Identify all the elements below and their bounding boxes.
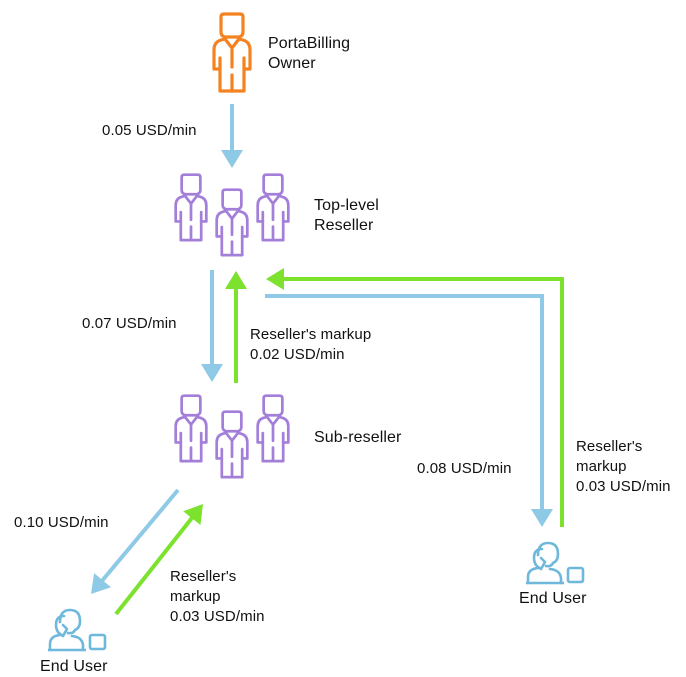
arrow-top-to-user-right-head — [531, 509, 553, 527]
arrow-user-right-to-top-markup — [266, 268, 564, 527]
price-top-to-user-right-text: 0.08 USD/min — [417, 460, 512, 477]
markup-user-left-line-3: 0.03 USD/min — [170, 608, 265, 625]
owner-label: PortaBilling Owner — [268, 34, 350, 74]
end-user-left-label-line-1: End User — [40, 658, 108, 675]
markup-sub-to-top-line-1: Reseller's markup — [250, 326, 372, 343]
markup-user-left-label: Reseller's markup 0.03 USD/min — [170, 567, 265, 627]
markup-user-right-line-3: 0.03 USD/min — [576, 478, 671, 495]
price-top-to-sub-label: 0.07 USD/min — [82, 314, 177, 334]
arrow-sub-to-user-left-head — [91, 573, 111, 594]
arrow-top-to-user-right — [265, 294, 553, 527]
arrow-sub-to-top-markup — [225, 271, 247, 383]
top-reseller-person-icon — [256, 173, 290, 242]
arrow-owner-to-top-head — [221, 150, 243, 168]
top-reseller-person-icon — [215, 188, 249, 257]
top-reseller-label-line-2: Reseller — [314, 217, 374, 234]
owner-label-line-1: PortaBilling — [268, 35, 351, 52]
sub-reseller-person-icon — [256, 394, 290, 463]
arrow-user-left-to-sub-markup-head — [183, 504, 203, 525]
arrow-user-left-to-sub-markup-line — [114, 515, 195, 616]
price-sub-to-user-left-text: 0.10 USD/min — [14, 514, 109, 531]
owner-person-icon — [212, 12, 252, 93]
arrow-user-right-to-top-markup-line — [282, 277, 564, 527]
markup-user-left-line-1: Reseller's — [170, 568, 237, 585]
top-reseller-group-icon — [174, 173, 290, 257]
arrow-sub-to-top-markup-head — [225, 271, 247, 289]
top-reseller-person-icon — [174, 173, 208, 242]
price-top-to-user-right-label: 0.08 USD/min — [417, 459, 512, 479]
arrow-top-to-sub — [201, 270, 223, 382]
top-reseller-label-line-1: Top-level — [314, 197, 379, 214]
price-owner-to-top-label: 0.05 USD/min — [102, 121, 197, 141]
markup-user-right-line-2: markup — [576, 458, 627, 475]
arrow-top-to-sub-head — [201, 364, 223, 382]
top-reseller-label: Top-level Reseller — [314, 196, 379, 236]
owner-label-line-2: Owner — [268, 55, 316, 72]
price-owner-to-top-text: 0.05 USD/min — [102, 122, 197, 139]
end-user-left-label: End User — [40, 657, 108, 677]
markup-user-right-line-1: Reseller's — [576, 438, 643, 455]
markup-sub-to-top-label: Reseller's markup 0.02 USD/min — [250, 325, 371, 365]
arrow-user-left-to-sub-markup — [114, 504, 203, 616]
markup-sub-to-top-line-2: 0.02 USD/min — [250, 346, 345, 363]
price-top-to-sub-text: 0.07 USD/min — [82, 315, 177, 332]
arrow-owner-to-top — [221, 104, 243, 168]
end-user-left-icon — [46, 608, 107, 652]
sub-reseller-label-line-1: Sub-reseller — [314, 429, 402, 446]
markup-user-right-label: Reseller's markup 0.03 USD/min — [576, 437, 671, 497]
end-user-right-label: End User — [519, 589, 587, 609]
markup-user-left-line-2: markup — [170, 588, 221, 605]
arrow-user-right-to-top-markup-head — [266, 268, 284, 290]
end-user-right-icon — [524, 541, 585, 585]
price-sub-to-user-left-label: 0.10 USD/min — [14, 513, 109, 533]
sub-reseller-person-icon — [174, 394, 208, 463]
arrow-sub-to-user-left — [91, 488, 180, 594]
arrow-sub-to-user-left-line — [99, 488, 180, 584]
arrow-top-to-user-right-line — [265, 294, 544, 511]
end-user-right-label-line-1: End User — [519, 590, 587, 607]
sub-reseller-group-icon — [174, 394, 290, 479]
sub-reseller-label: Sub-reseller — [314, 428, 401, 448]
sub-reseller-person-icon — [215, 410, 249, 479]
